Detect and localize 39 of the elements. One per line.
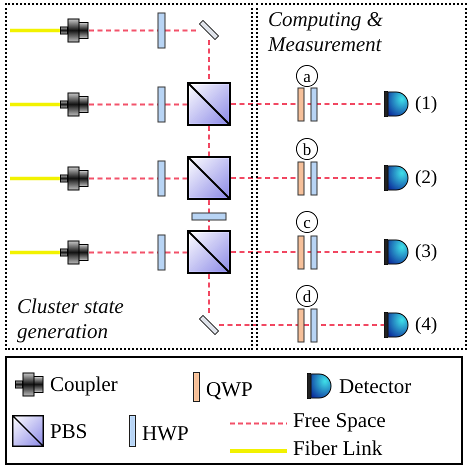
coupler-icon [60,18,89,43]
detector-label: (2) [415,167,438,189]
panel-title: Computing & Measurement [268,7,384,57]
legend-label: Detector [339,374,412,398]
coupler-icon [60,166,89,191]
detector-label: (3) [415,241,438,263]
detector-label: (4) [415,314,438,336]
beam-line [208,40,210,82]
circled-letter: a [296,65,318,87]
legend-label: Fiber Link [293,436,382,461]
coupler-icon [60,240,89,265]
legend-label: PBS [50,418,88,444]
circled-letter: c [296,211,318,233]
beam-line [89,178,187,180]
legend-label: Coupler [50,372,118,397]
fiber-line [10,28,60,32]
beam-splitter-cube [187,82,231,126]
beam-line [208,200,210,230]
beam-line [89,104,187,106]
beam-line [219,324,384,326]
legend-label: Free Space [293,408,386,433]
beam-splitter-cube [187,230,231,274]
panel-title: Cluster state generation [17,294,125,344]
dotted-panel [256,3,467,350]
fiber-line [10,102,60,106]
beam-line [89,30,199,32]
beam-line [208,126,210,156]
beam-line [208,274,210,315]
detector-label: (1) [415,93,438,115]
dotted-panel [5,3,253,350]
beam-line [89,252,187,254]
circled-letter: b [296,138,318,160]
fiber-line [10,176,60,180]
circled-letter: d [296,285,318,307]
legend-label: QWP [206,377,253,402]
beam-splitter-cube [187,156,231,200]
coupler-icon [60,92,89,117]
fiber-line [10,250,60,254]
legend-label: HWP [142,421,189,446]
